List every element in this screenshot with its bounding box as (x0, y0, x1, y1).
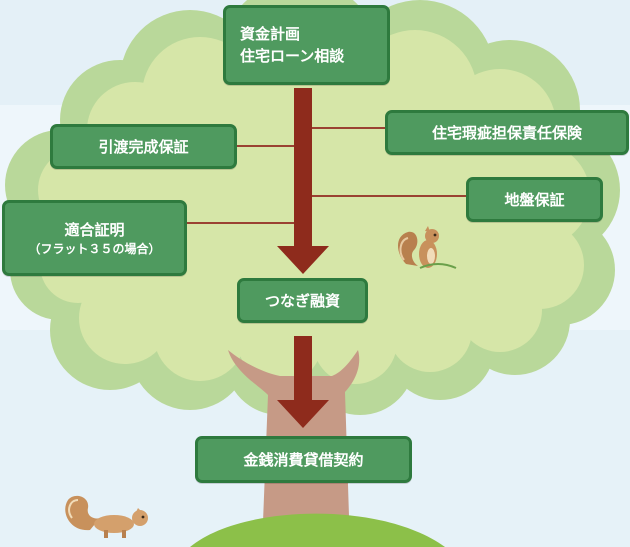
branch-ground-guarantee: 地盤保証 (466, 177, 603, 222)
branch-conformity-certificate-line1: 適合証明 (64, 220, 125, 239)
branch-defect-insurance: 住宅瑕疵担保責任保険 (385, 110, 629, 155)
branch-defect-insurance-label: 住宅瑕疵担保責任保険 (431, 123, 582, 142)
step-loan-contract-label: 金銭消費貸借契約 (243, 450, 364, 469)
squirrel-icon (65, 495, 148, 538)
branch-conformity-certificate: 適合証明 （フラット３５の場合） (2, 200, 187, 276)
step-bridge-loan-label: つなぎ融資 (264, 291, 340, 310)
step-loan-contract: 金銭消費貸借契約 (195, 436, 412, 483)
branch-ground-guarantee-label: 地盤保証 (504, 190, 565, 209)
ground (190, 513, 445, 547)
flow-arrow-1 (277, 88, 329, 274)
step-funding-plan-line2: 住宅ローン相談 (240, 47, 345, 65)
flow-arrow-2 (277, 336, 329, 428)
branch-completion-guarantee: 引渡完成保証 (50, 124, 237, 169)
step-funding-plan-line1: 資金計画 (240, 25, 301, 43)
step-bridge-loan: つなぎ融資 (237, 278, 368, 323)
squirrel-icon (398, 226, 457, 269)
branch-conformity-certificate-line2: （フラット３５の場合） (28, 241, 161, 256)
branch-completion-guarantee-label: 引渡完成保証 (98, 137, 189, 156)
step-funding-plan: 資金計画 住宅ローン相談 (223, 5, 390, 85)
branch-connectors (186, 127, 466, 224)
